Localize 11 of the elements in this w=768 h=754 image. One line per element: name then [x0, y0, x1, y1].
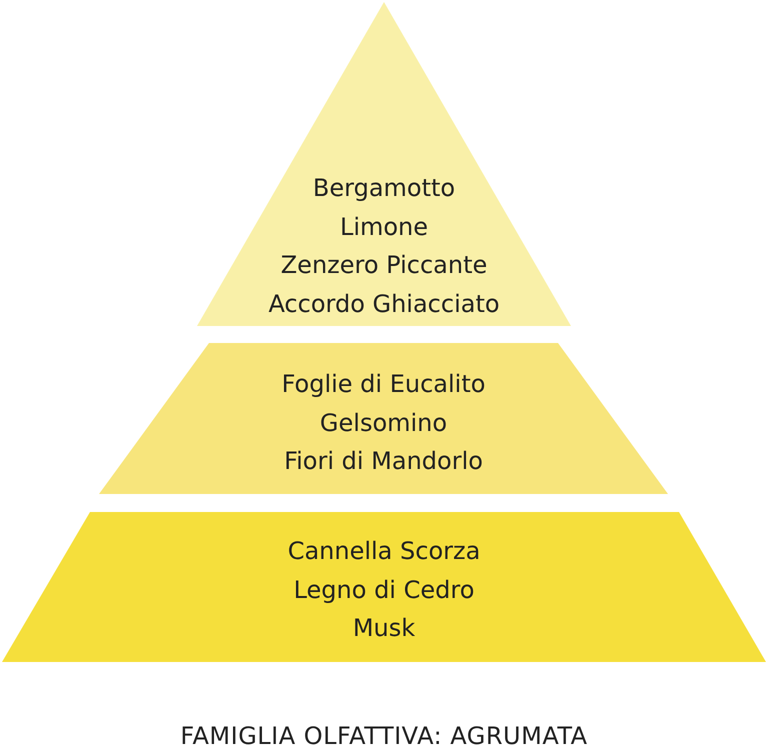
note-text: Limone [340, 212, 428, 242]
note-text: Cannella Scorza [288, 536, 480, 567]
note-text: Zenzero Piccante [280, 250, 488, 281]
note-text: Musk [352, 613, 416, 644]
note-text: Accordo Ghiacciato [268, 288, 500, 320]
note-text: Fiori di Mandorlo [284, 446, 483, 477]
note-text: Gelsomino [320, 408, 448, 438]
caption: FAMIGLIA OLFATTIVA: AGRUMATA [180, 722, 588, 750]
note-text: Foglie di Eucalito [282, 369, 486, 400]
note-text: Bergamotto [312, 173, 456, 204]
note-text: Legno di Cedro [294, 574, 474, 606]
